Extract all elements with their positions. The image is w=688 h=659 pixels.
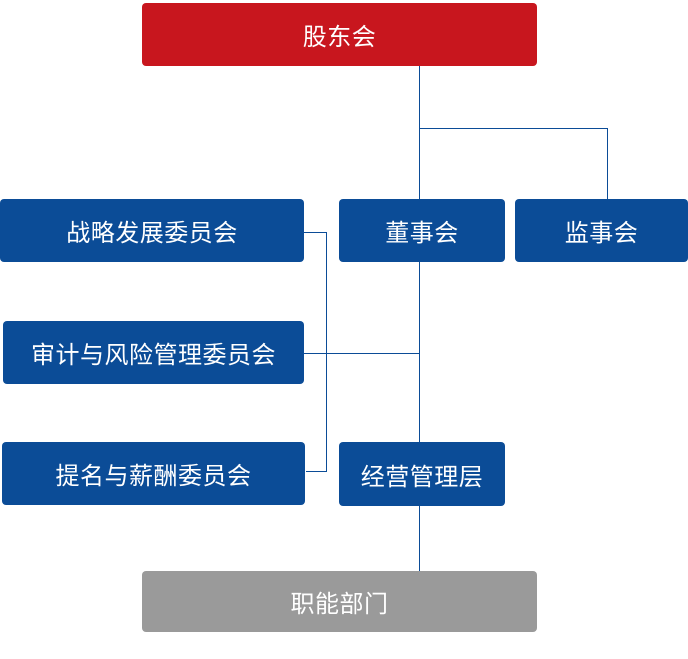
shareholders-label: 股东会	[302, 23, 377, 51]
audit-committee-label: 审计与风险管理委员会	[31, 341, 276, 369]
nomination-committee-box: 提名与薪酬委员会	[2, 442, 305, 505]
management-label: 经营管理层	[360, 462, 484, 491]
management-box: 经营管理层	[339, 442, 505, 506]
shareholders-box: 股东会	[142, 3, 537, 66]
supervisors-box: 监事会	[515, 199, 688, 262]
strategy-committee-label: 战略发展委员会	[66, 219, 238, 247]
audit-committee-box: 审计与风险管理委员会	[3, 321, 304, 384]
board-label: 董事会	[385, 219, 459, 247]
strategy-committee-box: 战略发展委员会	[0, 199, 304, 262]
connector-supervisors	[419, 128, 608, 199]
supervisors-label: 监事会	[564, 219, 639, 247]
connector-committees-bracket	[304, 232, 327, 472]
nomination-committee-label: 提名与薪酬委员会	[55, 462, 252, 490]
board-box: 董事会	[339, 199, 505, 262]
departments-box: 职能部门	[142, 571, 537, 632]
departments-label: 职能部门	[290, 590, 389, 618]
